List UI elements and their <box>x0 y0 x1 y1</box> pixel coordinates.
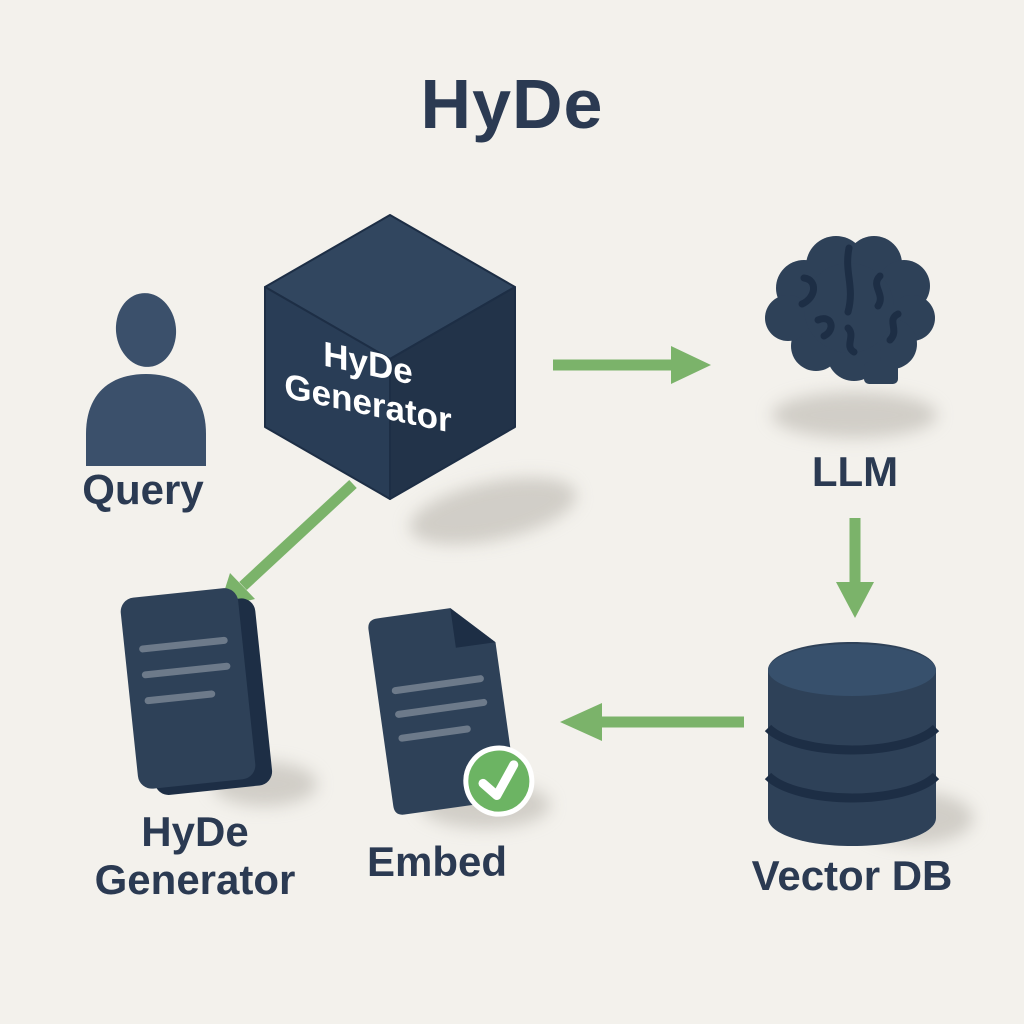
brain-icon <box>765 236 935 384</box>
arrow-vectordb-to-embed <box>560 703 744 741</box>
embed-label: Embed <box>366 838 508 885</box>
checkmark-badge-icon <box>463 745 535 817</box>
hyde-generator-cube-icon: HyDe Generator <box>264 214 516 500</box>
generator-doc-label-line1: HyDe <box>141 808 249 855</box>
generator-document-icon <box>120 588 273 795</box>
database-icon <box>764 642 940 846</box>
vector-db-label: Vector DB <box>751 852 953 899</box>
embed-document-icon <box>368 608 535 817</box>
person-icon <box>86 293 206 466</box>
arrow-generator-to-llm <box>553 346 711 384</box>
generator-doc-label: HyDe Generator <box>95 808 296 905</box>
generator-doc-label-line2: Generator <box>94 856 296 904</box>
arrow-llm-to-vectordb <box>836 518 874 618</box>
diagram-title: HyDe <box>420 65 604 143</box>
llm-label: LLM <box>811 448 899 495</box>
query-label: Query <box>82 466 204 513</box>
brain-shadow <box>772 392 937 438</box>
